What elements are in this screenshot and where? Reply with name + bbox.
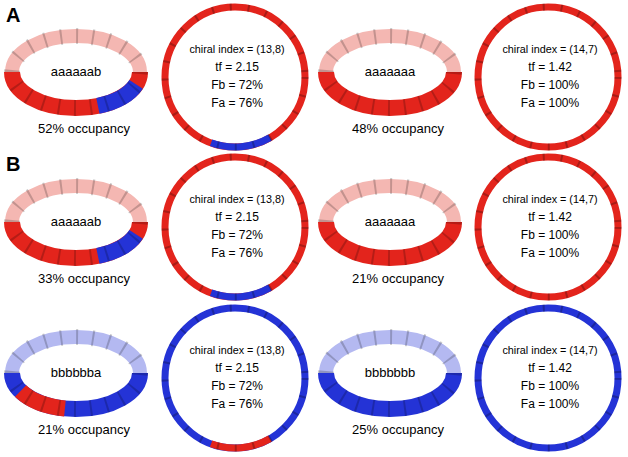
chirality-text: Fb = 100%	[521, 380, 579, 393]
sequence-label: aaaaaab	[51, 215, 102, 229]
chirality-text: Fb = 72%	[211, 380, 263, 393]
chirality-text: Fa = 100%	[521, 247, 579, 260]
chirality-text: tf = 2.15	[215, 61, 259, 74]
chirality-text: Fa = 100%	[521, 398, 579, 411]
chirality-text: tf = 2.15	[215, 362, 259, 375]
chirality-text: tf = 1.42	[528, 362, 572, 375]
sequence-label: bbbbbbb	[365, 366, 416, 380]
top-ring	[478, 7, 618, 147]
chirality-text: chiral index = (13,8)	[189, 194, 284, 206]
panel-letter: A	[6, 4, 20, 26]
occupancy-label: 21% occupancy	[38, 423, 130, 437]
chirality-text: Fa = 76%	[211, 97, 263, 110]
side-ring	[12, 36, 140, 108]
chirality-text: tf = 2.15	[215, 211, 259, 224]
occupancy-label: 21% occupancy	[352, 272, 444, 286]
chirality-text: chiral index = (13,8)	[189, 345, 284, 357]
side-ring	[12, 186, 140, 258]
chirality-text: chiral index = (13,8)	[189, 44, 284, 56]
chirality-text: Fb = 100%	[521, 79, 579, 92]
chirality-text: tf = 1.42	[528, 211, 572, 224]
side-ring	[12, 337, 140, 409]
occupancy-label: 52% occupancy	[38, 122, 130, 136]
side-ring	[326, 337, 454, 409]
top-ring	[478, 157, 618, 297]
chirality-text: Fa = 76%	[211, 247, 263, 260]
sequence-label: bbbbbba	[51, 366, 102, 380]
sequence-label: aaaaaaa	[365, 65, 416, 79]
top-ring	[478, 308, 618, 448]
top-ring	[165, 7, 305, 147]
chirality-text: chiral index = (14,7)	[502, 194, 597, 206]
side-ring	[326, 186, 454, 258]
chirality-text: chiral index = (14,7)	[502, 345, 597, 357]
side-ring	[326, 36, 454, 108]
occupancy-label: 48% occupancy	[352, 122, 444, 136]
chirality-text: tf = 1.42	[528, 61, 572, 74]
chirality-text: Fb = 72%	[211, 79, 263, 92]
chirality-text: chiral index = (14,7)	[502, 44, 597, 56]
occupancy-label: 33% occupancy	[38, 272, 130, 286]
chirality-text: Fb = 100%	[521, 229, 579, 242]
panel-letter: B	[6, 153, 20, 175]
chirality-text: Fa = 100%	[521, 97, 579, 110]
sequence-label: aaaaaaa	[365, 215, 416, 229]
top-ring	[165, 308, 305, 448]
sequence-label: aaaaaab	[51, 65, 102, 79]
occupancy-label: 25% occupancy	[352, 423, 444, 437]
chirality-text: Fa = 76%	[211, 398, 263, 411]
chirality-text: Fb = 72%	[211, 229, 263, 242]
top-ring	[165, 157, 305, 297]
